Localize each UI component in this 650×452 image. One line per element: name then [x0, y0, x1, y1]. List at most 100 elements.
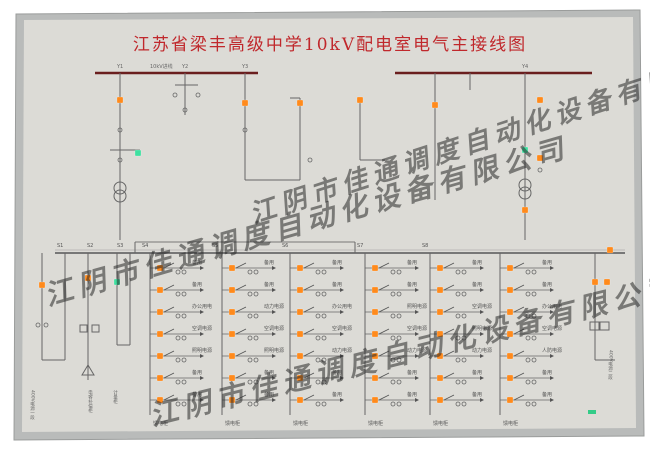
switch-symbol [253, 313, 259, 319]
feeder-label: 备用 [472, 391, 482, 398]
feeder-label: 备用 [192, 391, 202, 398]
switch-symbol [396, 379, 402, 385]
board-panel [22, 17, 636, 432]
section-label: S5 [212, 243, 218, 249]
feeder-label: 空调电源 [407, 325, 427, 332]
feeder-row: 照明电源 [430, 325, 492, 341]
arrow-icon [200, 310, 204, 314]
feeder-row: 备用 [430, 369, 484, 385]
indicator-lamp [436, 308, 444, 316]
feeder-row: 备用 [222, 369, 276, 385]
switch-symbol [253, 401, 259, 407]
group-label: 馈电柜 [293, 420, 308, 427]
feeder-row: 照明电源 [222, 347, 284, 363]
arrow-icon [200, 266, 204, 270]
feeder-label: 备用 [332, 391, 342, 398]
switch-symbol [321, 313, 327, 319]
feeder-label: 人防电源 [542, 347, 562, 354]
arrow-icon [550, 310, 554, 314]
feeder-label: 备用 [264, 391, 274, 398]
indicator-lamp [296, 286, 304, 294]
switch-symbol [461, 269, 467, 275]
bus-label: Y3 [241, 64, 248, 70]
indicator-lamp [506, 330, 514, 338]
breaker-handle [443, 372, 455, 379]
feeder-row: 备用 [150, 391, 204, 407]
feeder-row: 照明电源 [365, 303, 427, 319]
switch-symbol [461, 401, 467, 407]
section-label: S7 [357, 243, 363, 249]
switch-symbol [247, 357, 253, 363]
indicator-lamp [371, 286, 379, 294]
indicator-lamp [116, 96, 124, 104]
capacitor-symbol [79, 324, 88, 333]
switch-symbol [531, 379, 537, 385]
indicator-lamp-green [113, 278, 121, 286]
indicator-lamp [84, 274, 92, 282]
switch-symbol [247, 313, 253, 319]
feeder-label: 备用 [332, 281, 342, 288]
arrow-icon [550, 398, 554, 402]
indicator-lamp [156, 396, 164, 404]
feeder-row: 动力电源 [222, 303, 284, 319]
feeder-row: 备用 [365, 391, 419, 407]
indicator-lamp [228, 352, 236, 360]
switch-symbol [43, 322, 49, 328]
switch-symbol [247, 291, 253, 297]
arrow-icon [480, 266, 484, 270]
arrow-icon [415, 376, 419, 380]
indicator-lamp [371, 374, 379, 382]
breaker-handle [443, 394, 455, 401]
feeder-label: 空调电源 [332, 325, 352, 332]
switch-symbol [175, 291, 181, 297]
switch-symbol [181, 335, 187, 341]
switch-symbol [315, 291, 321, 297]
arrow-icon [480, 376, 484, 380]
arrow-icon [200, 376, 204, 380]
indicator-lamp [436, 264, 444, 272]
switch-symbol [396, 313, 402, 319]
feeder-row: 空调电源 [150, 325, 212, 341]
feeder-label: 动力电源 [472, 347, 492, 354]
breaker-handle [303, 350, 315, 357]
feeder-label: 备用 [542, 281, 552, 288]
arrow-icon [340, 332, 344, 336]
feeder-label: 备用 [407, 281, 417, 288]
feeder-row: 备用 [365, 259, 419, 275]
transformer-symbol [113, 189, 127, 203]
arrow-icon [415, 288, 419, 292]
section-label: S3 [117, 243, 123, 249]
switch-symbol [390, 357, 396, 363]
feeder-row: 空调电源 [222, 325, 284, 341]
arrow-icon [200, 288, 204, 292]
switch-symbol [181, 291, 187, 297]
breaker-handle [303, 306, 315, 313]
switch-symbol [461, 313, 467, 319]
section-label: S2 [87, 243, 93, 249]
switch-symbol [455, 335, 461, 341]
feeder-row: 备用 [150, 369, 204, 385]
indicator-lamp [371, 396, 379, 404]
indicator-lamp [241, 99, 249, 107]
switch-symbol [390, 291, 396, 297]
indicator-lamp [296, 308, 304, 316]
arrow-icon [415, 310, 419, 314]
switch-symbol [390, 335, 396, 341]
indicator-lamp [228, 308, 236, 316]
breaker-handle [303, 284, 315, 291]
switch-symbol [396, 291, 402, 297]
breaker-handle [303, 328, 315, 335]
incoming-label: 10kV进线 [150, 63, 173, 70]
switch-symbol [175, 357, 181, 363]
indicator-lamp [156, 330, 164, 338]
arrow-icon [272, 354, 276, 358]
feeder-label: 备用 [332, 369, 342, 376]
breaker-handle [235, 262, 247, 269]
feeder-row: 备用 [500, 391, 554, 407]
transformer-symbol [113, 181, 127, 195]
breaker-handle [443, 262, 455, 269]
indicator-lamp [228, 264, 236, 272]
indicator-lamp [228, 286, 236, 294]
switch-symbol [35, 322, 41, 328]
